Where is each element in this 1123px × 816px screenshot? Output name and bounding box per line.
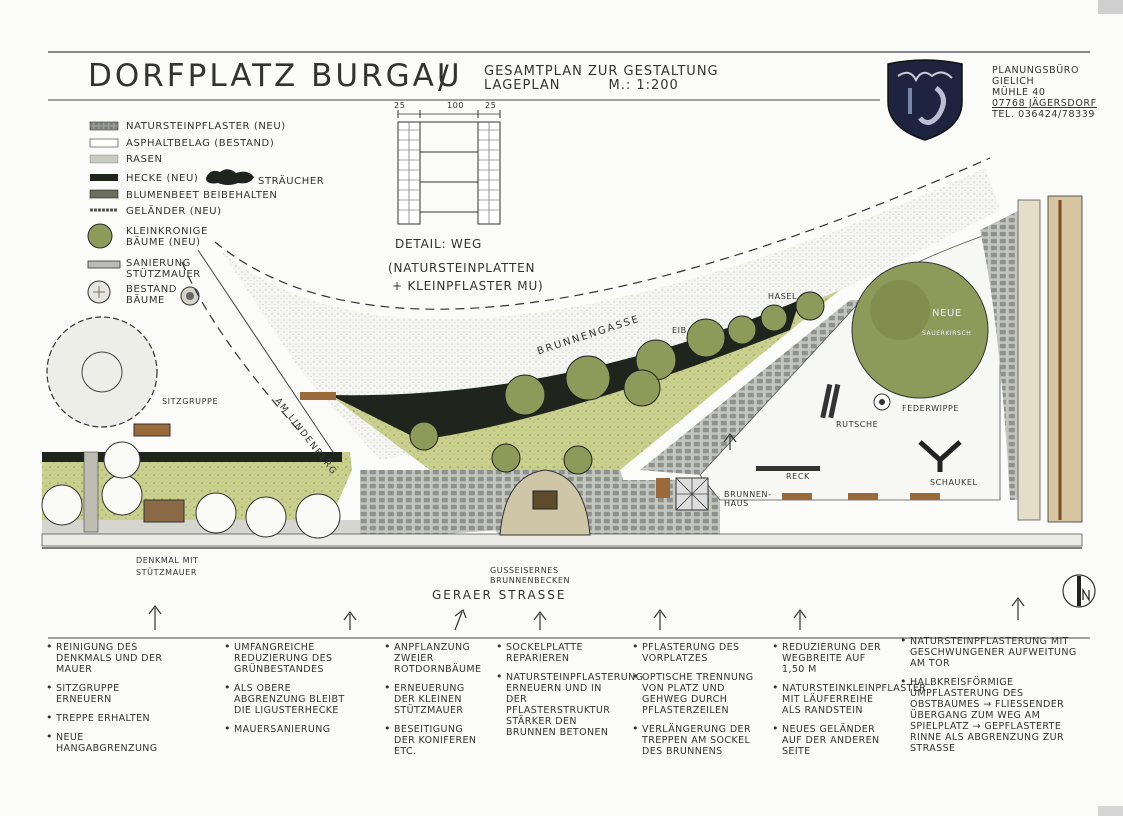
planning-office-address: PLANUNGSBÜRO GIELICH MÜHLE 40 07768 JÄGE… bbox=[992, 65, 1097, 120]
swatch-flowerbed bbox=[89, 189, 119, 199]
legend-swatches bbox=[87, 121, 121, 304]
title-separator: / bbox=[438, 58, 449, 96]
path-detail-drawing bbox=[397, 110, 501, 225]
office-line: GIELICH bbox=[992, 76, 1035, 87]
note-item: NEUES GELÄNDER AUF DER ANDEREN SEITE bbox=[772, 723, 888, 757]
office-line: MÜHLE 40 bbox=[992, 87, 1046, 98]
office-line: 07768 JÄGERSDORF bbox=[992, 98, 1097, 109]
shrub-blob-swatch bbox=[206, 169, 254, 185]
plan-title: DORFPLATZ BURGAU bbox=[88, 58, 463, 94]
notes-column-7: NATURSTEINPFLASTERUNG MIT GESCHWUNGENER … bbox=[900, 635, 1080, 762]
notes-column-5: PFLASTERUNG DES VORPLATZES OPTISCHE TREN… bbox=[632, 641, 756, 765]
note-item: ALS OBERE ABGRENZUNG BLEIBT DIE LIGUSTER… bbox=[224, 682, 358, 716]
label-eib: EIB bbox=[672, 326, 687, 335]
label-hasel: HASEL bbox=[768, 292, 798, 301]
tree-row-left bbox=[41, 441, 341, 539]
detail-dim: 100 bbox=[447, 101, 465, 110]
note-item: BESEITIGUNG DER KONIFEREN ETC. bbox=[384, 723, 484, 757]
swatch-tree-new bbox=[87, 223, 113, 249]
legend-label: SANIERUNG STÜTZMAUER bbox=[126, 258, 201, 280]
note-item: NATURSTEINKLEINPFLASTER MIT LÄUFERREIHE … bbox=[772, 682, 926, 716]
note-item: UMFANGREICHE REDUZIERUNG DES GRÜNBESTAND… bbox=[224, 641, 358, 675]
subtitle-line-2: LAGEPLAN bbox=[484, 78, 561, 93]
label-denkmal: DENKMAL MIT STÜTZMAUER bbox=[136, 556, 199, 577]
note-item: NATURSTEINPFLASTERUNG MIT GESCHWUNGENER … bbox=[900, 635, 1080, 669]
tree-row-triangle bbox=[409, 291, 825, 475]
legend-label: RASEN bbox=[126, 154, 163, 165]
notes-column-4: SOCKELPLATTE REPARIEREN NATURSTEINPFLAST… bbox=[496, 641, 643, 746]
notes-column-2: UMFANGREICHE REDUZIERUNG DES GRÜNBESTAND… bbox=[224, 641, 358, 743]
detail-dim: 25 bbox=[394, 101, 406, 110]
note-arrows bbox=[148, 433, 1025, 631]
note-item: SITZGRUPPE ERNEUERN bbox=[46, 682, 174, 705]
office-line: TEL. 036424/78339 bbox=[992, 109, 1096, 120]
legend-label: HECKE (NEU) bbox=[126, 173, 199, 184]
note-item: REINIGUNG DES DENKMALS UND DER MAUER bbox=[46, 641, 174, 675]
swatch-lawn bbox=[89, 154, 119, 164]
note-item: VERLÄNGERUNG DER TREPPEN AM SOCKEL DES B… bbox=[632, 723, 756, 757]
note-item: ANPFLANZUNG ZWEIER ROTDORNBÄUME bbox=[384, 641, 484, 675]
label-neue-sub: SAUERKIRSCH bbox=[922, 330, 972, 337]
subtitle-line-2-row: LAGEPLAN M.: 1:200 bbox=[484, 79, 719, 93]
subtitle-line-1: GESAMTPLAN ZUR GESTALTUNG bbox=[484, 64, 719, 79]
notes-column-1: REINIGUNG DES DENKMALS UND DER MAUER SIT… bbox=[46, 641, 174, 762]
office-line: PLANUNGSBÜRO bbox=[992, 65, 1080, 76]
label-brunnenbecken: GUSSEISERNES BRUNNENBECKEN bbox=[490, 566, 571, 585]
legend-label: KLEINKRONIGE BÄUME (NEU) bbox=[126, 226, 208, 248]
note-item: HALBKREISFÖRMIGE UMPFLASTERUNG DES OBSTB… bbox=[900, 676, 1080, 754]
note-item: NEUE HANGABGRENZUNG bbox=[46, 731, 174, 754]
note-item: ERNEUERUNG DER KLEINEN STÜTZMAUER bbox=[384, 682, 484, 716]
detail-dim: 25 bbox=[485, 101, 497, 110]
swatch-wall bbox=[87, 260, 121, 269]
notes-column-6: REDUZIERUNG DER WEGBREITE AUF 1,50 M NAT… bbox=[772, 641, 926, 765]
label-federwippe: FEDERWIPPE bbox=[902, 404, 960, 413]
label-neue: NEUE bbox=[932, 308, 962, 319]
detail-title: DETAIL: WEG bbox=[395, 237, 483, 251]
plan-subtitle: GESAMTPLAN ZUR GESTALTUNG LAGEPLAN M.: 1:… bbox=[484, 65, 719, 93]
note-item: PFLASTERUNG DES VORPLATZES bbox=[632, 641, 756, 664]
tree-existing-icon bbox=[180, 286, 200, 306]
north-arrow-icon bbox=[1062, 574, 1096, 608]
legend-label: NATURSTEINPFLASTER (NEU) bbox=[126, 121, 286, 132]
label-schaukel: SCHAUKEL bbox=[930, 478, 978, 487]
swatch-hedge bbox=[90, 174, 118, 181]
street-label-geraer-strasse: GERAER STRASSE bbox=[432, 588, 567, 602]
site-plan bbox=[41, 157, 1083, 631]
tree-canopy-large bbox=[46, 261, 989, 428]
legend-label: ASPHALTBELAG (BESTAND) bbox=[126, 138, 275, 149]
note-item: REDUZIERUNG DER WEGBREITE AUF 1,50 M bbox=[772, 641, 888, 675]
detail-line: (NATURSTEINPLATTEN bbox=[388, 261, 536, 275]
notes-column-3: ANPFLANZUNG ZWEIER ROTDORNBÄUME ERNEUERU… bbox=[384, 641, 484, 765]
note-item: OPTISCHE TRENNUNG VON PLATZ UND GEHWEG D… bbox=[632, 671, 756, 716]
coat-of-arms-logo bbox=[887, 59, 963, 141]
legend-label: STRÄUCHER bbox=[258, 176, 325, 187]
plan-scale: M.: 1:200 bbox=[608, 78, 679, 93]
detail-line: + KLEINPFLASTER MU) bbox=[392, 279, 544, 293]
legend-label: BLUMENBEET BEIBEHALTEN bbox=[126, 190, 278, 201]
legend-label: GELÄNDER (NEU) bbox=[126, 206, 222, 217]
swatch-asphalt bbox=[89, 138, 119, 148]
note-item: SOCKELPLATTE REPARIEREN bbox=[496, 641, 616, 664]
label-rutsche: RUTSCHE bbox=[836, 420, 879, 429]
label-reck: RECK bbox=[786, 472, 810, 481]
label-brunnenhaus: BRUNNEN-HAUS bbox=[724, 490, 772, 508]
note-item: TREPPE ERHALTEN bbox=[46, 712, 174, 724]
legend-label: BESTAND BÄUME bbox=[126, 284, 178, 306]
note-item: MAUERSANIERUNG bbox=[224, 723, 358, 735]
label-sitzgruppe: SITZGRUPPE bbox=[162, 397, 219, 406]
note-item: NATURSTEINPFLASTERUNG ERNEUERN UND IN DE… bbox=[496, 671, 643, 738]
swatch-paving bbox=[89, 121, 119, 131]
